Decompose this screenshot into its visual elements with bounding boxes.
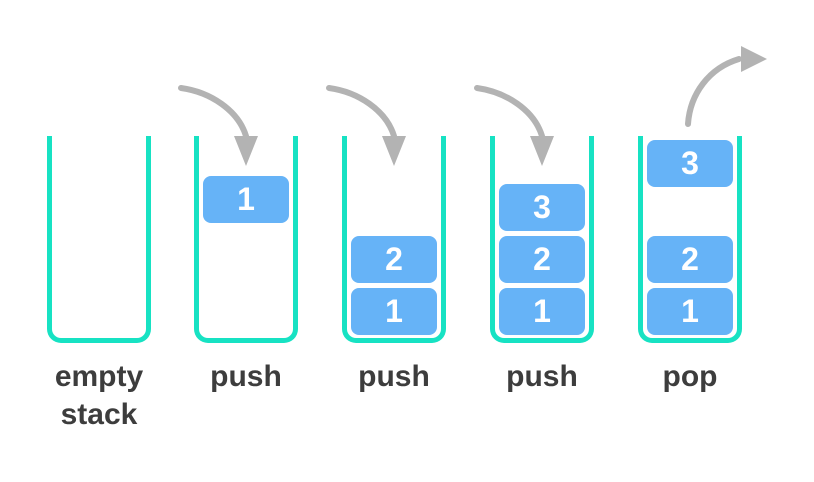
stage-label: push — [506, 360, 578, 393]
stage-empty-stack: empty stack — [47, 0, 151, 482]
stage-label: pop — [662, 360, 718, 393]
stack-block: 2 — [647, 236, 733, 283]
stack-container — [638, 136, 742, 343]
stack-container — [47, 136, 151, 343]
stage-push-2: 2 1 push — [326, 0, 446, 482]
push-arrow-icon — [326, 85, 406, 166]
stack-block: 1 — [499, 288, 585, 335]
stage-label: push — [210, 360, 282, 393]
stack-block: 1 — [203, 176, 289, 223]
stack-container — [490, 136, 594, 343]
stack-block: 2 — [351, 236, 437, 283]
stage-pop: 3 2 1 pop — [638, 0, 767, 482]
stack-container — [342, 136, 446, 343]
stack-block: 1 — [351, 288, 437, 335]
pop-arrow-icon — [685, 46, 767, 127]
stack-block: 1 — [647, 288, 733, 335]
stage-push-1: 1 push — [178, 0, 298, 482]
stack-block: 2 — [499, 236, 585, 283]
stage-label: push — [358, 360, 430, 393]
stack-container — [194, 136, 298, 343]
stack-block: 3 — [499, 184, 585, 231]
push-arrow-icon — [474, 85, 554, 166]
push-arrow-icon — [178, 85, 258, 166]
stack-block: 3 — [647, 140, 733, 187]
stage-push-3: 3 2 1 push — [474, 0, 594, 482]
stage-label: empty stack — [54, 360, 144, 431]
